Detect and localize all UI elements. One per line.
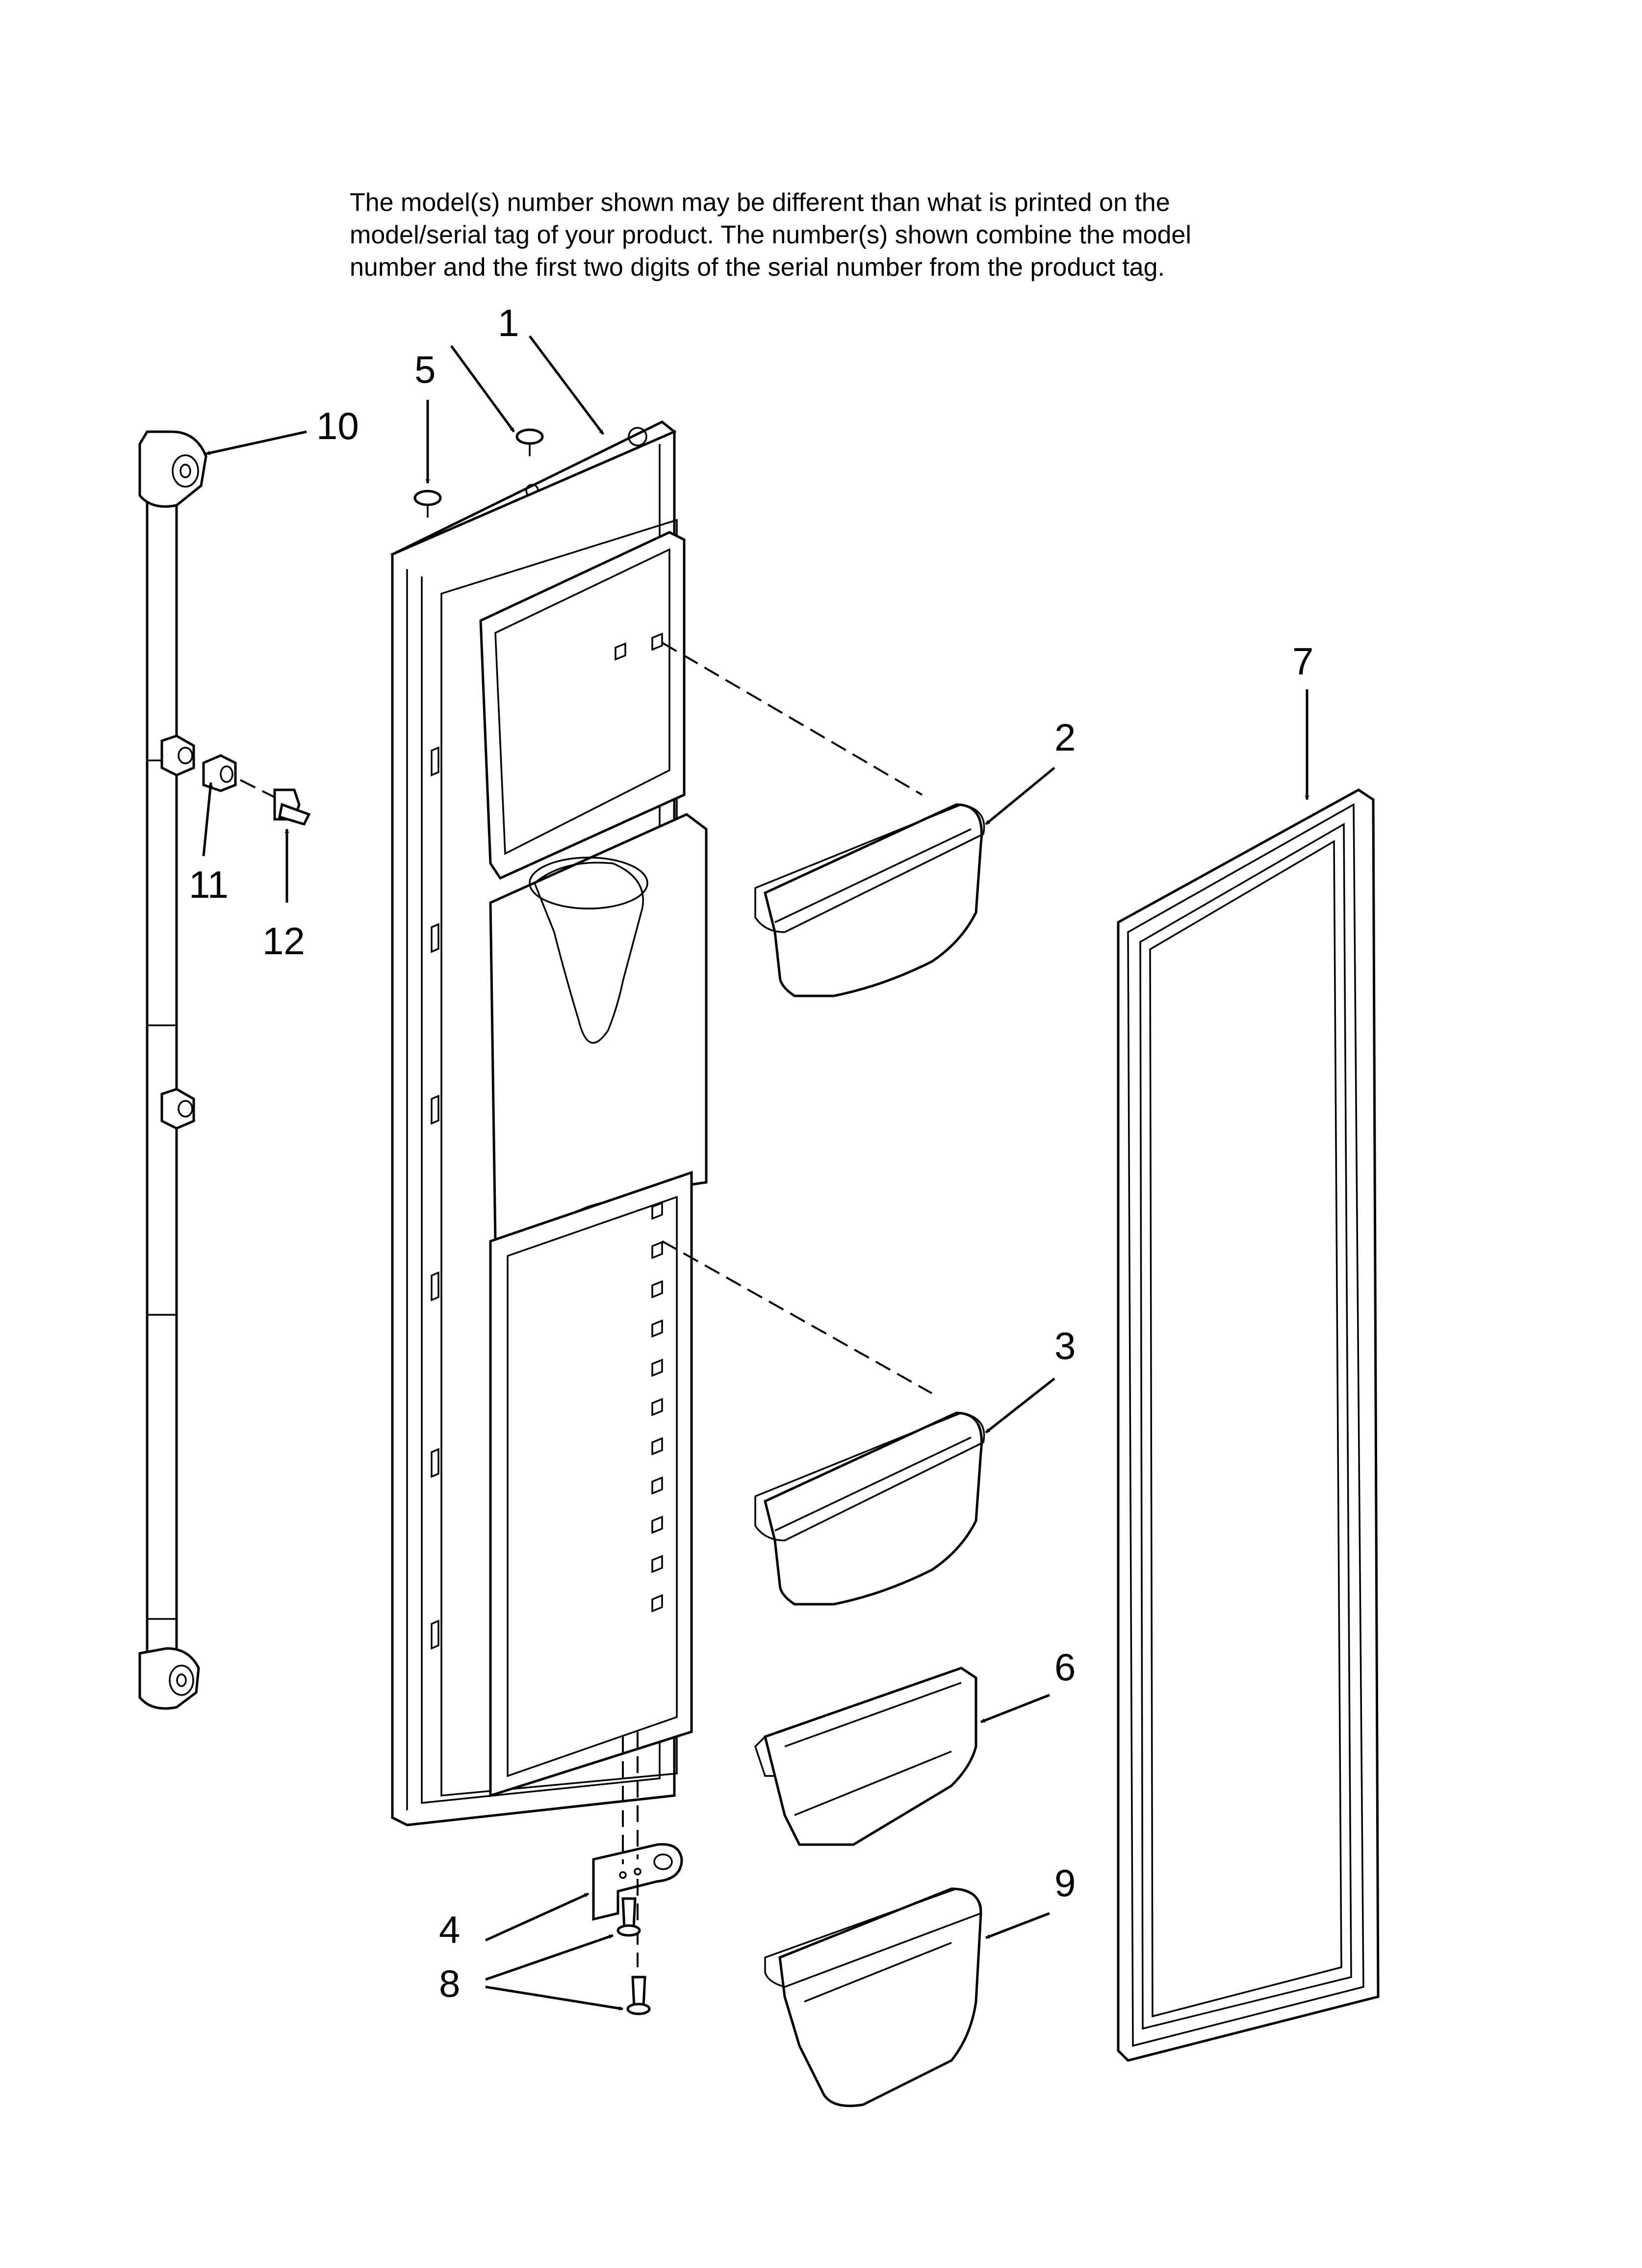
callout-6: 6 [1054,1645,1076,1689]
door-assembly-part-1 [390,420,708,1826]
callout-2: 2 [1054,716,1076,759]
dairy-bin-part-6 [754,1667,977,1846]
screw-part-8 [616,1897,651,2015]
callout-12: 12 [262,919,305,963]
model-number-notice: The model(s) number shown may be differe… [350,186,1478,284]
hole-plug-part-5 [413,428,544,518]
callout-1: 1 [498,301,519,344]
callout-7: 7 [1292,640,1313,683]
callout-11: 11 [189,863,229,906]
callout-9: 9 [1054,1861,1076,1904]
notice-line-2: model/serial tag of your product. The nu… [350,221,1191,249]
deep-bin-part-9 [764,1887,982,2107]
door-bin-part-2 [754,803,985,997]
door-handle-part-10 [138,430,207,1710]
callout-5: 5 [414,348,436,391]
door-shelf-clips [615,632,663,1613]
door-bin-part-3 [754,1411,985,1606]
callout-8: 8 [439,1962,460,2005]
door-gasket-part-7 [1117,788,1380,2062]
callout-4: 4 [439,1908,460,1951]
callout-3: 3 [1054,1324,1076,1367]
callout-10: 10 [316,404,359,447]
handle-screw-part-12 [273,788,311,826]
handle-spacer-part-11 [202,754,237,792]
notice-line-3: number and the first two digits of the s… [350,253,1165,282]
notice-line-1: The model(s) number shown may be differe… [350,188,1170,217]
